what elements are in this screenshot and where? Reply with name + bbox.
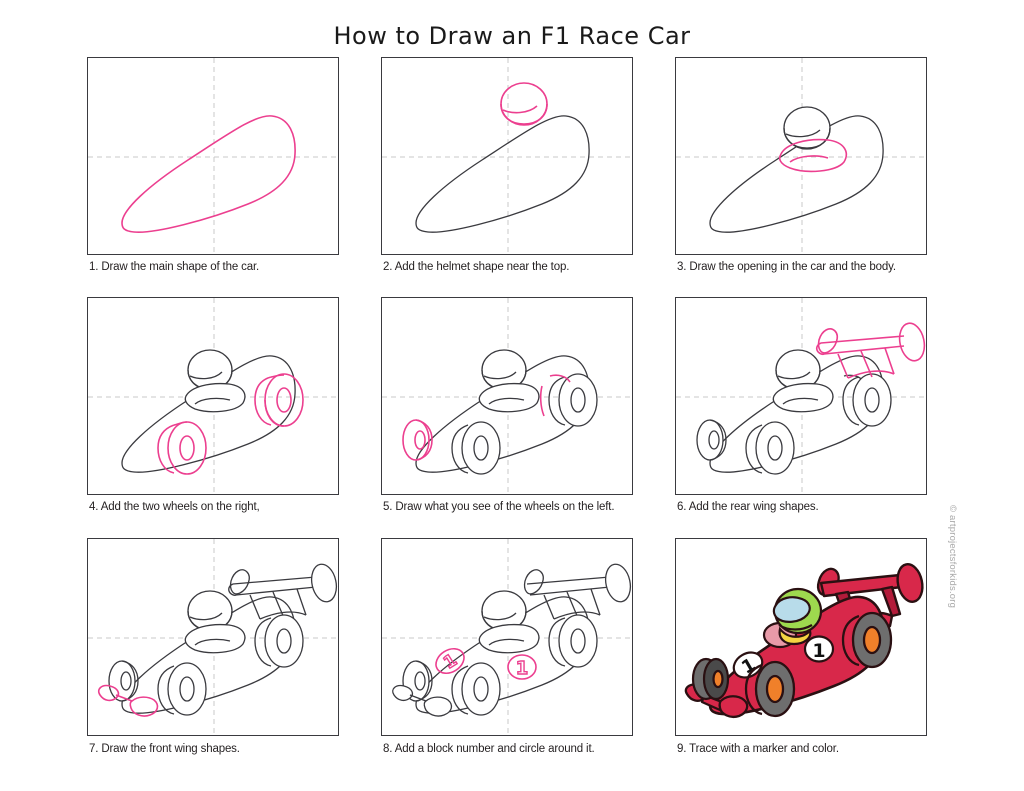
- car-body-outline: [121, 115, 296, 233]
- front-wing-shapes: [392, 684, 453, 717]
- number-badge-side-label: 1: [812, 640, 825, 662]
- left-rear-wheel-partial: [539, 374, 571, 417]
- left-front-wheel-colored: [691, 657, 730, 701]
- step-2-drawing: [382, 58, 632, 254]
- step-9-drawing: 1 1: [684, 563, 924, 719]
- helmet-visor: [783, 127, 831, 149]
- right-front-wheel: [451, 421, 501, 475]
- step-caption-1: 1. Draw the main shape of the car.: [89, 261, 260, 273]
- right-rear-wheel: [548, 614, 598, 668]
- step-panel-8: 1 1: [381, 538, 633, 736]
- step-caption-8: 8. Add a block number and circle around …: [383, 743, 595, 755]
- cockpit-opening: [778, 138, 848, 173]
- step-5-drawing: [382, 298, 632, 494]
- step-8-drawing: 1 1: [382, 539, 632, 735]
- step-1-drawing: [88, 58, 338, 254]
- step-caption-5: 5. Draw what you see of the wheels on th…: [383, 501, 615, 513]
- step-3-drawing: [676, 58, 926, 254]
- step-panel-7: [87, 538, 339, 736]
- right-front-wheel: [745, 421, 795, 475]
- number-badge-front-colored: 1: [732, 651, 764, 679]
- page-title: How to Draw an F1 Race Car: [333, 22, 691, 50]
- step-caption-2: 2. Add the helmet shape near the top.: [383, 261, 570, 273]
- helmet-colored: [762, 587, 823, 649]
- guide-lines: [88, 58, 338, 254]
- step-6-drawing: [676, 298, 926, 494]
- rear-wing-shapes: [523, 563, 632, 620]
- left-front-wheel-partial: [402, 419, 433, 461]
- right-rear-wheel-colored: [841, 611, 893, 669]
- step-panel-6: [675, 297, 927, 495]
- right-rear-wheel: [254, 373, 304, 427]
- number-badge-side-label: 1: [516, 658, 529, 679]
- guide-lines: [382, 58, 632, 254]
- step-4-drawing: [88, 298, 338, 494]
- step-panel-4: [87, 297, 339, 495]
- right-front-wheel-colored: [744, 660, 796, 718]
- helmet-shape: [500, 82, 548, 126]
- step-caption-9: 9. Trace with a marker and color.: [677, 743, 839, 755]
- step-caption-3: 3. Draw the opening in the car and the b…: [677, 261, 896, 273]
- cockpit-opening: [478, 623, 540, 654]
- cockpit-opening: [772, 382, 834, 413]
- front-wing-shapes: [97, 684, 159, 717]
- step-panel-2: [381, 57, 633, 255]
- step-panel-5: [381, 297, 633, 495]
- cockpit-opening: [184, 623, 246, 654]
- cockpit-opening: [478, 382, 540, 413]
- step-panel-9: 1 1: [675, 538, 927, 736]
- right-rear-wheel: [254, 614, 304, 668]
- right-rear-wheel: [842, 373, 892, 427]
- right-front-wheel: [451, 662, 501, 716]
- left-front-wheel-partial: [108, 660, 139, 702]
- left-front-wheel-partial: [696, 419, 727, 461]
- step-caption-7: 7. Draw the front wing shapes.: [89, 743, 240, 755]
- number-badge-side: 1: [507, 654, 537, 680]
- right-front-wheel: [157, 662, 207, 716]
- number-badge-side-colored: 1: [803, 635, 835, 663]
- right-front-wheel: [157, 421, 207, 475]
- number-badge-front: 1: [435, 647, 465, 674]
- right-rear-wheel: [548, 373, 598, 427]
- rear-wing-shapes: [815, 322, 926, 379]
- step-caption-6: 6. Add the rear wing shapes.: [677, 501, 819, 513]
- step-caption-4: 4. Add the two wheels on the right,: [89, 501, 260, 513]
- car-body-outline: [415, 115, 590, 233]
- car-body-outline: [709, 115, 884, 233]
- rear-wing-shapes: [228, 563, 338, 620]
- step-panel-3: [675, 57, 927, 255]
- cockpit-opening: [184, 382, 246, 413]
- watermark-credit: © artprojectsforkids.org: [947, 505, 958, 609]
- step-7-drawing: [88, 539, 338, 735]
- step-panel-1: [87, 57, 339, 255]
